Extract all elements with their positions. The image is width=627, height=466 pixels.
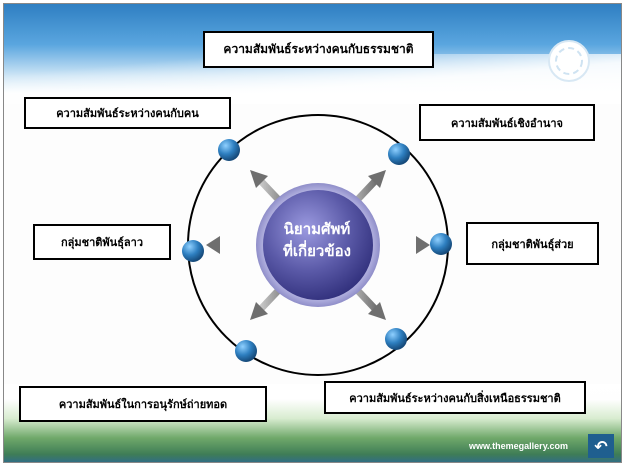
center-label-line2: ที่เกี่ยวข้อง <box>283 242 351 260</box>
node-box-bottom-right: ความสัมพันธ์ระหว่างคนกับสิ่งเหนือธรรมชาต… <box>324 381 586 414</box>
node-dot-bottom-right <box>385 328 407 350</box>
node-box-bottom-left: ความสัมพันธ์ในการอนุรักษ์ถ่ายทอด <box>19 386 267 422</box>
node-dot-bottom-left <box>235 340 257 362</box>
arrowhead-bottom-left <box>250 302 268 320</box>
center-label-line1: นิยามศัพท์ <box>283 220 351 238</box>
center-circle <box>263 190 373 300</box>
node-box-left: กลุ่มชาติพันธุ์ลาว <box>33 224 171 260</box>
node-label-bottom-right: ความสัมพันธ์ระหว่างคนกับสิ่งเหนือธรรมชาต… <box>349 391 561 405</box>
arrowhead-top-left <box>250 170 268 188</box>
node-dot-right <box>430 233 452 255</box>
node-box-top-left: ความสัมพันธ์ระหว่างคนกับคน <box>24 97 231 129</box>
node-label-left: กลุ่มชาติพันธุ์ลาว <box>60 236 144 249</box>
node-dot-left <box>182 240 204 262</box>
arrowhead-right <box>416 236 430 254</box>
footer-url: www.themegallery.com <box>469 441 569 451</box>
node-label-bottom-left: ความสัมพันธ์ในการอนุรักษ์ถ่ายทอด <box>58 398 228 411</box>
title-box: ความสัมพันธ์ระหว่างคนกับธรรมชาติ <box>203 31 434 68</box>
node-label-top-right: ความสัมพันธ์เชิงอำนาจ <box>451 116 563 130</box>
center-label: นิยามศัพท์ ที่เกี่ยวข้อง <box>262 205 372 275</box>
arrowhead-left <box>206 236 220 254</box>
node-dot-top-left <box>218 139 240 161</box>
node-box-right: กลุ่มชาติพันธุ์ส่วย <box>466 222 599 265</box>
arrowhead-top-right <box>368 170 386 188</box>
node-label-right: กลุ่มชาติพันธุ์ส่วย <box>491 237 574 251</box>
node-dot-top-right <box>388 143 410 165</box>
node-label-top-left: ความสัมพันธ์ระหว่างคนกับคน <box>56 107 199 120</box>
node-box-top-right: ความสัมพันธ์เชิงอำนาจ <box>419 104 595 141</box>
u-turn-icon[interactable]: ↶ <box>588 434 614 458</box>
logo-icon <box>548 40 590 82</box>
arrowhead-bottom-right <box>368 302 386 320</box>
page-title: ความสัมพันธ์ระหว่างคนกับธรรมชาติ <box>223 42 414 56</box>
